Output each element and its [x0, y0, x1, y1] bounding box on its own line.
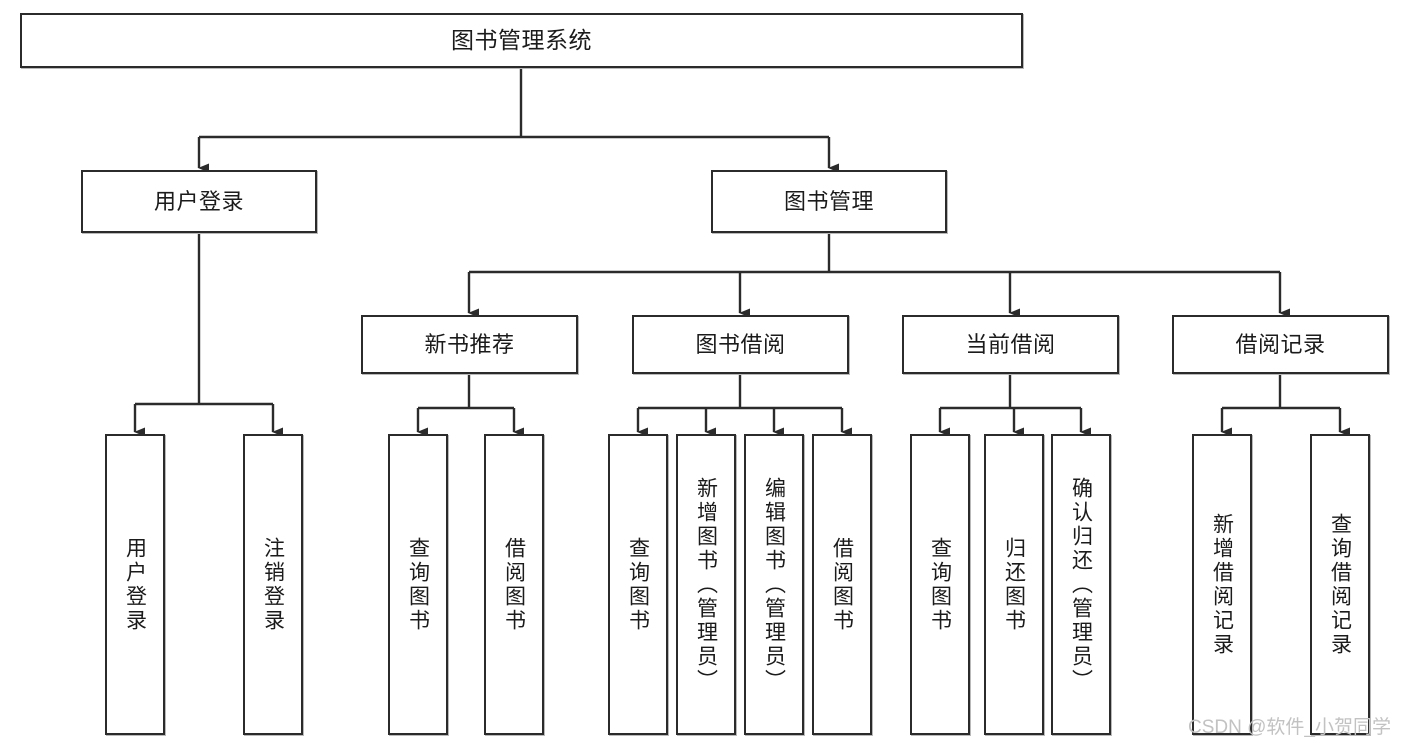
node-label: 借阅图书 — [830, 536, 854, 633]
node-label: 当前借阅 — [965, 331, 1056, 357]
node-label: 图书借阅 — [695, 331, 786, 357]
node-label: 编辑图书（管理员） — [762, 476, 786, 693]
node-label: 查询借阅记录 — [1328, 512, 1352, 657]
node-label: 用户登录 — [123, 536, 147, 633]
node-leaf-add-borrow-record[interactable]: 新增借阅记录 — [1192, 434, 1252, 735]
node-root[interactable]: 图书管理系统 — [20, 13, 1023, 68]
node-leaf-borrow-book-rec[interactable]: 借阅图书 — [484, 434, 544, 735]
node-label: 注销登录 — [261, 536, 285, 633]
node-label: 归还图书 — [1002, 536, 1026, 633]
node-book-manage[interactable]: 图书管理 — [711, 170, 947, 233]
node-label: 新增借阅记录 — [1210, 512, 1234, 657]
node-leaf-query-book-borrow[interactable]: 查询图书 — [608, 434, 668, 735]
node-book-borrow[interactable]: 图书借阅 — [632, 315, 849, 374]
watermark-text: CSDN @软件_小贺同学 — [1188, 717, 1391, 738]
node-label: 新书推荐 — [424, 331, 515, 357]
node-leaf-query-book-rec[interactable]: 查询图书 — [388, 434, 448, 735]
node-label: 查询图书 — [928, 536, 952, 633]
node-label: 新增图书（管理员） — [694, 476, 718, 693]
node-leaf-return-book[interactable]: 归还图书 — [984, 434, 1044, 735]
node-label: 图书管理系统 — [451, 26, 592, 53]
node-leaf-user-login[interactable]: 用户登录 — [105, 434, 165, 735]
node-leaf-edit-book-admin[interactable]: 编辑图书（管理员） — [744, 434, 804, 735]
node-label: 查询图书 — [406, 536, 430, 633]
node-leaf-query-book-current[interactable]: 查询图书 — [910, 434, 970, 735]
node-label: 用户登录 — [153, 188, 244, 214]
node-label: 借阅图书 — [502, 536, 526, 633]
node-borrow-record[interactable]: 借阅记录 — [1172, 315, 1389, 374]
node-leaf-confirm-return-admin[interactable]: 确认归还（管理员） — [1051, 434, 1111, 735]
node-leaf-query-borrow-record[interactable]: 查询借阅记录 — [1310, 434, 1370, 735]
node-label: 图书管理 — [783, 188, 874, 214]
node-label: 借阅记录 — [1235, 331, 1326, 357]
node-leaf-add-book-admin[interactable]: 新增图书（管理员） — [676, 434, 736, 735]
node-user-login[interactable]: 用户登录 — [81, 170, 317, 233]
node-label: 查询图书 — [626, 536, 650, 633]
node-leaf-borrow-book[interactable]: 借阅图书 — [812, 434, 872, 735]
node-leaf-user-logout[interactable]: 注销登录 — [243, 434, 303, 735]
node-current-borrow[interactable]: 当前借阅 — [902, 315, 1119, 374]
node-label: 确认归还（管理员） — [1069, 476, 1093, 693]
node-new-book-recommend[interactable]: 新书推荐 — [361, 315, 578, 374]
